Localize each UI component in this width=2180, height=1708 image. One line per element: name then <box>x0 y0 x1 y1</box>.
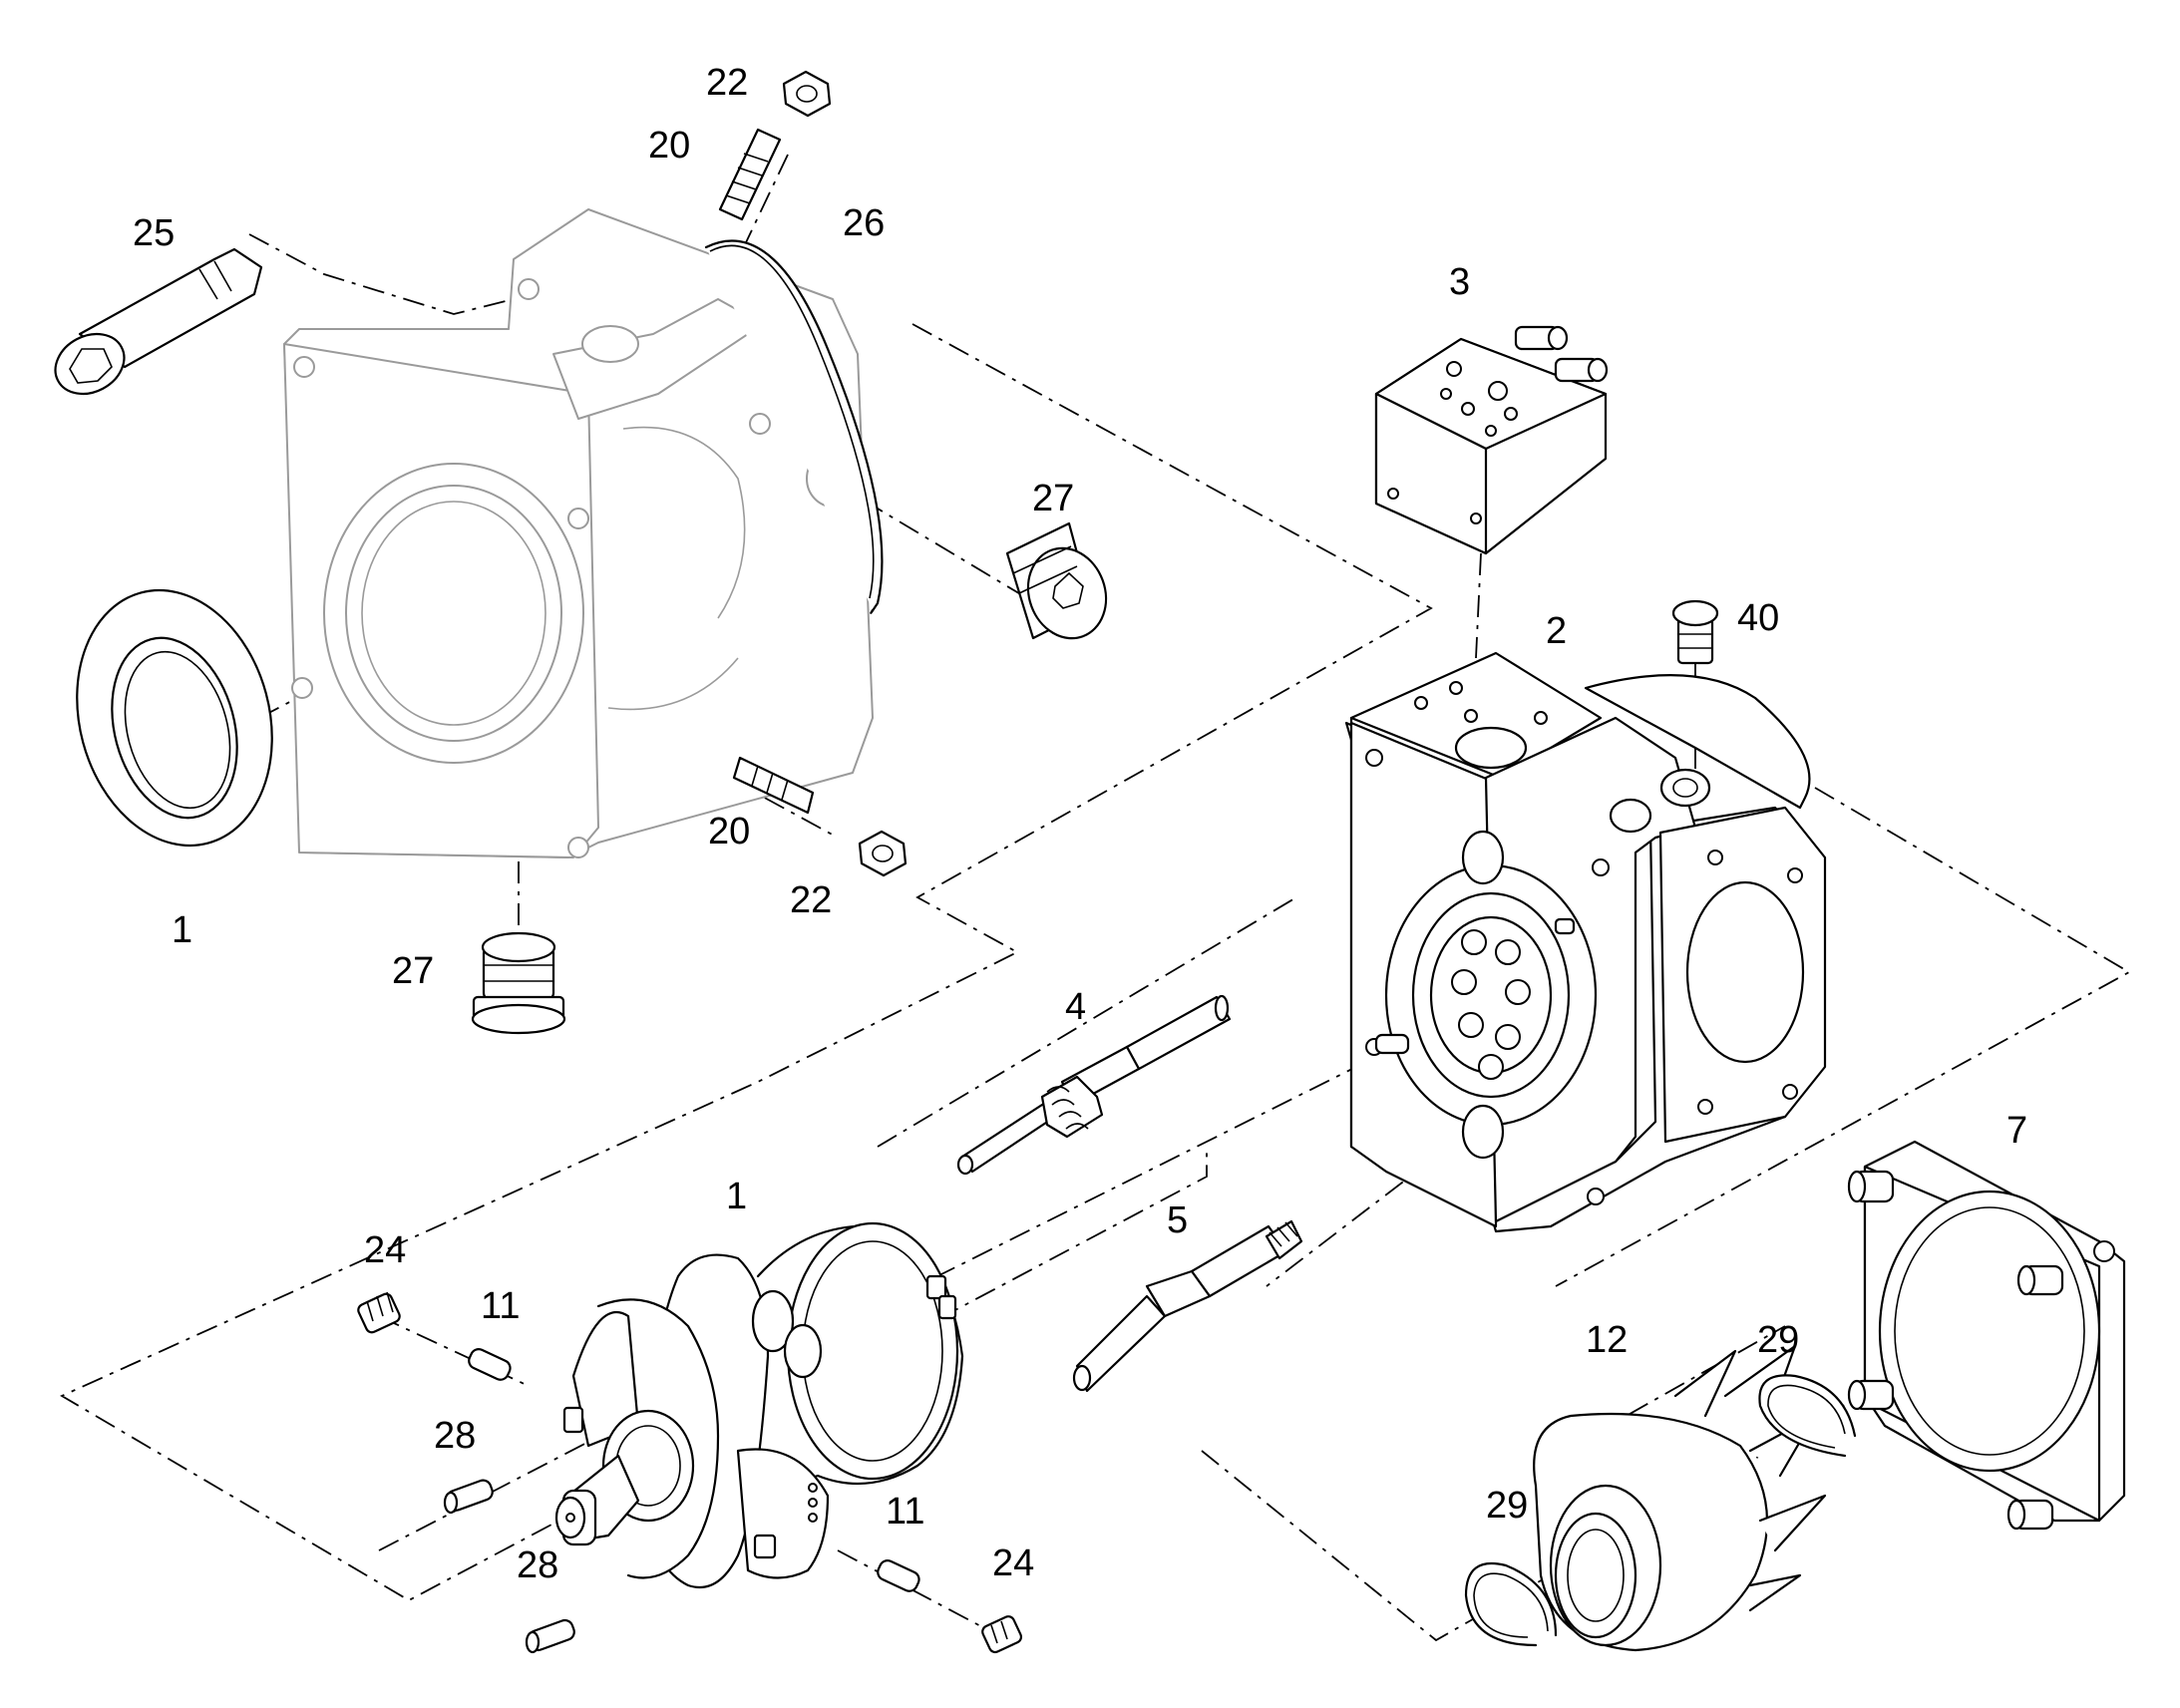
cover-flange-part-7 <box>1847 1140 2126 1531</box>
impeller-part-12 <box>1533 1344 1827 1652</box>
callout-labels: 1 1 2 3 4 5 7 11 11 12 20 20 22 22 24 24… <box>133 62 2027 1586</box>
callout-11-lower: 11 <box>886 1491 924 1533</box>
control-block-part-3 <box>1374 325 1609 555</box>
callout-11-upper: 11 <box>481 1285 520 1327</box>
plug-part-27-upper <box>1005 521 1108 640</box>
callout-22-lower: 22 <box>790 879 832 921</box>
callout-25: 25 <box>133 212 175 254</box>
callout-24-upper: 24 <box>364 1229 406 1271</box>
stud-part-20-lower <box>732 756 815 815</box>
o-ring-part-26 <box>704 239 884 614</box>
callout-12: 12 <box>1586 1319 1628 1361</box>
circlip-part-29-upper <box>1758 1374 1857 1458</box>
callout-20-lower: 20 <box>708 811 750 853</box>
callout-4: 4 <box>1065 986 1086 1028</box>
callout-29-upper: 29 <box>1757 1319 1799 1361</box>
callout-22-upper: 22 <box>706 62 748 104</box>
callout-7: 7 <box>2006 1110 2027 1152</box>
stud-part-20-upper <box>718 128 782 221</box>
port-housing-part-2 <box>1344 651 1827 1233</box>
callout-3: 3 <box>1449 261 1470 303</box>
rotary-group-part-1-lower <box>554 1221 964 1589</box>
callout-1-upper: 1 <box>172 909 192 951</box>
plug-part-24-lower <box>981 1615 1023 1654</box>
callout-5: 5 <box>1167 1199 1188 1241</box>
callout-27-lower: 27 <box>392 950 434 992</box>
control-piston-part-4 <box>956 994 1232 1176</box>
callout-26: 26 <box>843 202 885 244</box>
seal-ring-part-1-upper <box>76 588 273 848</box>
housing-upper-ghost <box>283 208 874 858</box>
callout-29-lower: 29 <box>1486 1485 1528 1527</box>
nut-part-22-lower <box>858 830 908 877</box>
plug-part-40 <box>1671 599 1719 665</box>
plug-part-24-upper <box>357 1291 401 1334</box>
callout-40: 40 <box>1737 597 1779 639</box>
callout-24-lower: 24 <box>992 1542 1034 1584</box>
callout-1-lower: 1 <box>726 1176 747 1217</box>
pin-part-11-upper <box>468 1348 512 1381</box>
callout-28-upper: 28 <box>434 1415 476 1457</box>
callout-27-upper: 27 <box>1032 478 1074 519</box>
callout-2: 2 <box>1546 610 1567 652</box>
pin-part-28-lower <box>525 1618 575 1654</box>
cap-screw-part-25 <box>54 247 263 396</box>
circlip-part-29-lower <box>1464 1561 1558 1647</box>
nut-part-22-upper <box>782 70 832 118</box>
plug-part-27-lower <box>471 931 566 1035</box>
callout-20-upper: 20 <box>648 125 690 167</box>
control-piston-part-5 <box>1072 1219 1303 1393</box>
pin-part-28-upper <box>443 1479 494 1515</box>
callout-28-lower: 28 <box>517 1544 558 1586</box>
pin-part-11-lower <box>877 1559 920 1592</box>
